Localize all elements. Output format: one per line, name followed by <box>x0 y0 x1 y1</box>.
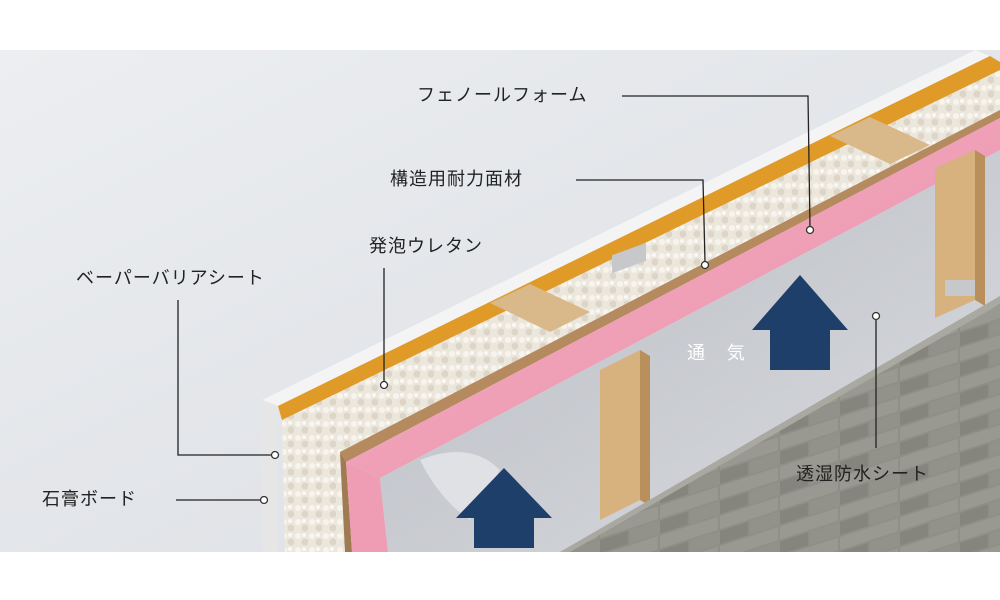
leader-membrane-dot <box>871 311 881 321</box>
bracket-1 <box>612 242 646 274</box>
footer-band <box>0 552 1000 600</box>
leader-vapor <box>177 300 272 456</box>
timber-stud-1 <box>490 284 590 332</box>
breathable-membrane <box>380 150 1000 552</box>
label-breathable-membrane: 透湿防水シート <box>796 464 929 485</box>
label-structural-panel: 構造用耐力面材 <box>390 169 523 190</box>
phenolic-foam-top <box>346 118 1000 478</box>
ventilation-arrow-2 <box>752 275 848 370</box>
leader-structural-dot <box>700 260 710 270</box>
leader-vapor-dot <box>270 450 280 460</box>
phenolic-foam-face <box>346 462 388 552</box>
structural-panel <box>340 110 1000 462</box>
gypsum-board-face <box>262 400 278 552</box>
timber-stud-2 <box>830 117 930 164</box>
leader-phenolic-dot <box>805 225 815 235</box>
leader-urethane-dot <box>379 380 389 390</box>
label-vapor-barrier: ベーパーバリアシート <box>76 268 265 289</box>
bracket-2 <box>945 280 975 296</box>
leader-lines <box>176 95 881 505</box>
label-gypsum-board: 石膏ボード <box>42 489 137 510</box>
batten-2-side <box>975 150 985 306</box>
brick-siding-edge <box>560 296 1000 552</box>
gypsum-board-top <box>262 50 990 406</box>
leader-gypsum-dot <box>259 495 269 505</box>
batten-2 <box>935 150 975 318</box>
batten-1 <box>600 350 640 520</box>
batten-1-side <box>640 350 650 506</box>
label-phenolic-foam: フェノールフォーム <box>417 85 588 106</box>
structural-panel-face <box>340 452 352 552</box>
ventilation-arrow-1 <box>456 468 552 548</box>
leader-phenolic <box>622 95 811 229</box>
urethane-layer-face <box>282 420 345 552</box>
label-spray-urethane: 発泡ウレタン <box>369 236 483 257</box>
leader-structural <box>576 179 706 263</box>
label-ventilation: 通 気 <box>687 343 753 364</box>
